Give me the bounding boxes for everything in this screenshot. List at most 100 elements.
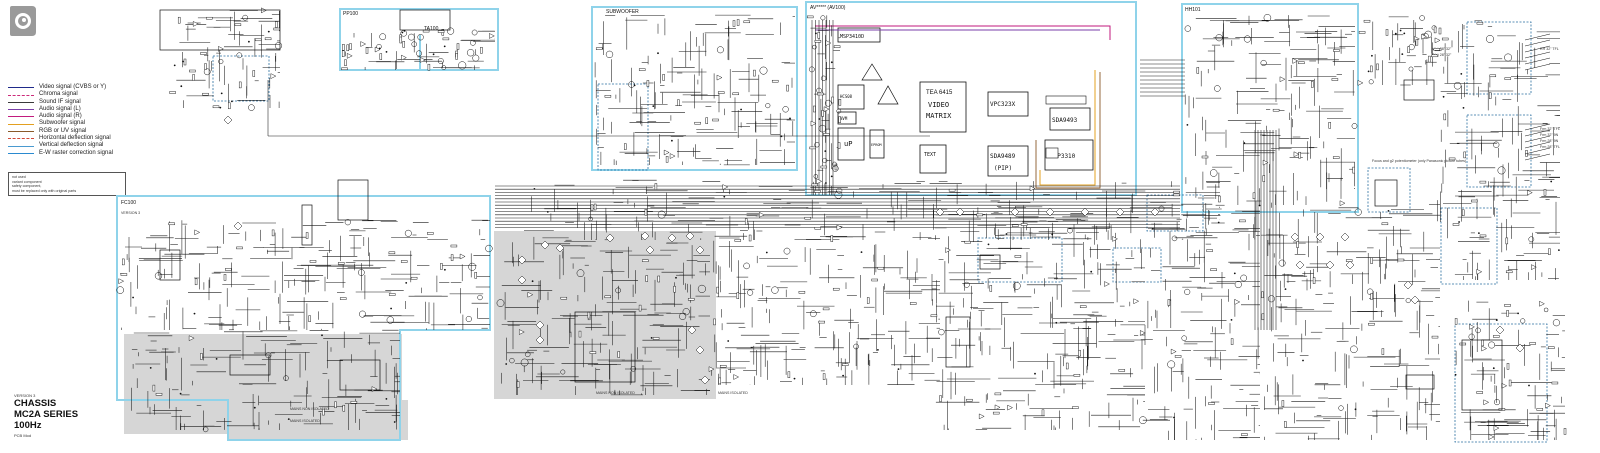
symbol-notes: not used variant component safety compon… [8,172,126,197]
legend-row: RGB or UV signal [8,128,168,135]
legend-label: E-W raster correction signal [39,149,114,156]
label-pp100: PP100 [343,11,358,17]
legend-swatch [8,145,34,147]
chip-tea-title: TEA 6415 [926,90,953,96]
chip-sda9493-label: SDA9493 [1052,117,1078,124]
module-av [805,1,1137,196]
rr-note: RR 32" TFL [1540,47,1559,51]
chip-sda9493 [1049,107,1091,131]
mains-region-center [494,231,716,399]
legend-label: Video signal (CVBS or Y) [39,84,107,90]
legend-row: Audio signal (R) [8,113,168,120]
module-dash-focus [1367,167,1411,213]
schematic-wiring [120,10,1565,440]
legend-row: Sound IF signal [8,99,168,106]
frame-c: Frm 28" 9N [1540,139,1559,143]
chip-small-a [1045,95,1087,105]
module-dash-top [212,55,270,102]
title-chassis: CHASSIS [14,398,57,409]
label-fc100: FC100 [121,200,136,206]
title-series: MC2A SERIES [14,409,79,420]
chip-tea-l1: VIDEO [928,101,949,109]
chip-msp-label: MSP3410D [840,34,864,40]
subwoofer-line [1039,70,1096,186]
frame-b: Frm 32" 9N [1540,133,1559,137]
legend-swatch [8,109,34,111]
module-dash-right [1440,207,1498,285]
label-hh101: HH101 [1185,7,1201,13]
amp-triangle-2 [877,85,899,105]
chip-eprom [869,129,885,159]
mains-region-left-lower [228,400,408,440]
chip-vpc-label: VPC323X [990,101,1016,108]
legend-row: Audio signal (L) [8,106,168,113]
module-dash-sub [597,83,649,171]
legend-label: RGB or UV signal [39,127,87,134]
chip-text-label: TEXT [924,152,936,158]
module-dash-bottomright [1454,323,1548,443]
module-dash-top-right-b [1466,114,1532,188]
chip-up-label: uP [844,140,852,148]
chip-tea-l2: MATRIX [926,112,952,120]
legend-row: Vertical deflection signal [8,142,168,149]
chip-up [837,127,865,161]
chip-hcs [837,84,865,110]
module-dash-tuner [977,237,1063,283]
chip-eprom-label: EPROM [871,143,882,147]
chip-tea [919,81,967,133]
chip-small-b [1045,147,1059,159]
label-av: AV***** (AV100) [810,5,846,11]
legend-swatch [8,138,34,140]
legend-row: Chroma signal [8,91,168,98]
legend-label: Vertical deflection signal [39,142,104,149]
chip-text [919,144,947,174]
legend-swatch [8,101,34,103]
legend-label: Subwoofer signal [39,120,86,127]
title-code: PCB Mod [14,433,32,438]
legend-row: Horizontal deflection signal [8,135,168,142]
camera-eye-logo-icon [10,6,36,36]
rgb-line [1035,72,1101,189]
legend-swatch [8,152,34,154]
chip-pip-label: (PIP) [994,165,1012,172]
label-subwoofer: SUBWOOFER [606,9,639,15]
legend-swatch [8,116,34,118]
legend-swatch [8,94,34,96]
note-safety: safety component, [12,184,42,189]
title-frequency: 100Hz [14,420,42,431]
legend-label: Audio signal (R) [39,113,82,120]
module-subwoofer [591,6,798,171]
chip-ddp-label: DDP3310 [1050,153,1076,160]
module-dash-top-right-a [1466,21,1532,95]
legend-swatch [8,131,34,133]
module-fc100 [116,195,491,441]
legend-row: E-W raster correction signal [8,150,168,157]
note-not-used: not used [12,175,26,179]
chip-nvm-label: NVM [840,116,848,121]
chip-nvm [837,111,857,125]
title-block: VERSION 3 CHASSIS MC2A SERIES 100Hz PCB … [14,393,134,438]
mains-text-3: MAINS NON ISOLATED [596,391,635,395]
legend-swatch [8,87,34,89]
legend-swatch [8,123,34,125]
legend-label: Horizontal deflection signal [39,135,111,142]
frame-d: Frm 28" TFL [1540,145,1560,149]
chip-sda9489 [987,145,1029,177]
legend-label: Sound IF signal [39,98,81,105]
note-replace: must be replaced only with original part… [12,188,77,193]
amp-triangle-1 [861,63,883,81]
legend-row: Subwoofer signal [8,120,168,127]
focus-note: Focus and g2 potentiometer (only Panason… [1372,159,1466,163]
chip-sda9489-label: SDA9489 [990,153,1016,160]
chip-msp [837,27,881,43]
legend-label: Audio signal (L) [39,105,81,112]
v-tilt: V(a) 28" 32" [1432,47,1452,51]
chip-hcs-label: HCS08 [840,94,853,99]
p-tilt: P(a) 28" 32" [1432,53,1452,57]
audio-r-bus [815,25,1111,40]
mains-text-2: MAINS ISOLATED [290,419,320,423]
chip-vpc [987,91,1029,117]
label-fc100-version: VERSION 3 [121,211,140,215]
